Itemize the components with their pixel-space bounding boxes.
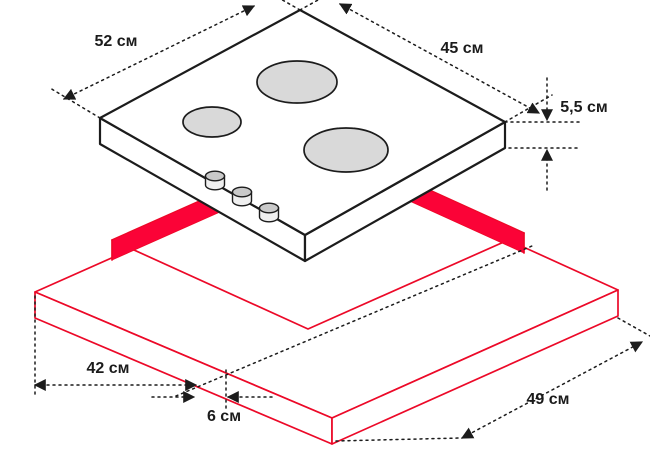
control-knob-1 — [204, 170, 226, 191]
dim-label-cutout-width: 42 см — [87, 360, 130, 377]
burner-large-top — [256, 60, 338, 104]
dim-label-hob-depth: 45 см — [441, 40, 484, 57]
burner-large-right — [303, 127, 389, 173]
dim-hob-height: 5,5 см — [504, 77, 608, 191]
extension-line — [504, 94, 553, 123]
knob-top — [258, 202, 280, 214]
dim-label-cutout-depth: 49 см — [527, 391, 570, 408]
dimension-arrow-49 — [460, 341, 644, 439]
dim-cutout-depth: 49 см — [335, 317, 650, 442]
extension-line — [299, 0, 320, 11]
dim-hob-depth: 45 см — [299, 0, 553, 123]
burner-medium-left — [182, 106, 242, 138]
knob-top — [204, 170, 226, 182]
knob-top — [231, 186, 253, 198]
dimension-arrow-52 — [62, 5, 256, 100]
extension-line — [49, 87, 101, 119]
extension-line-right — [617, 317, 650, 337]
dim-label-hob-height: 5,5 см — [560, 99, 607, 116]
dim-cutout-width: 42 см — [33, 245, 533, 398]
dim-hob-width: 52 см — [49, 0, 301, 119]
extension-line — [335, 437, 461, 442]
dim-label-hob-width: 52 см — [95, 33, 138, 50]
extension-line — [280, 0, 301, 11]
control-knob-3 — [258, 202, 280, 223]
dim-label-cutout-offset: 6 см — [207, 408, 241, 425]
dimension-arrow-45 — [338, 3, 541, 114]
dim-cutout-offset: 6 см — [151, 369, 273, 425]
control-knob-2 — [231, 186, 253, 207]
extension-line-diagonal — [175, 245, 533, 397]
